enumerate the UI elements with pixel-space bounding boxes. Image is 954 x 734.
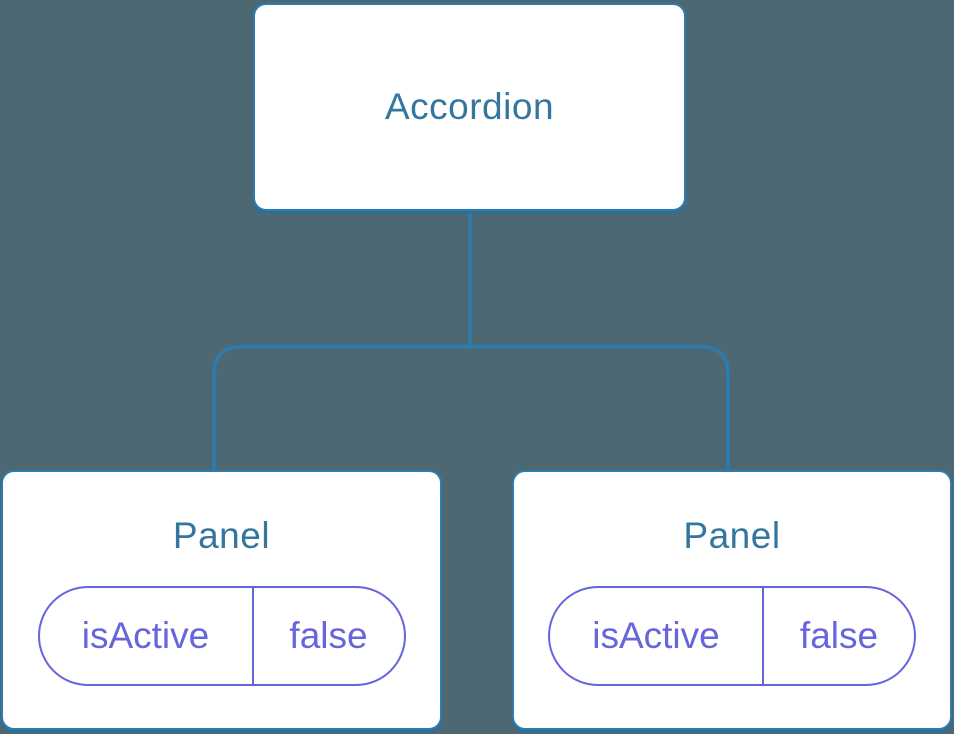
pill-divider xyxy=(762,588,764,684)
state-pill: isActive false xyxy=(548,586,916,686)
panel-node-label: Panel xyxy=(683,515,781,556)
tree-node-panel-left: Panel isActive false xyxy=(1,470,442,730)
panel-node-label: Panel xyxy=(172,515,271,556)
state-value-label: false xyxy=(289,615,368,656)
tree-node-panel-right: Panel isActive false xyxy=(512,470,952,730)
state-key-label: isActive xyxy=(81,615,210,656)
accordion-node-label: Accordion xyxy=(384,86,555,127)
connector-bracket xyxy=(212,344,730,471)
state-value-label: false xyxy=(799,615,879,656)
tree-node-accordion: Accordion xyxy=(253,3,686,211)
state-pill: isActive false xyxy=(37,586,406,686)
pill-divider xyxy=(251,588,254,684)
state-key-label: isActive xyxy=(592,615,720,656)
